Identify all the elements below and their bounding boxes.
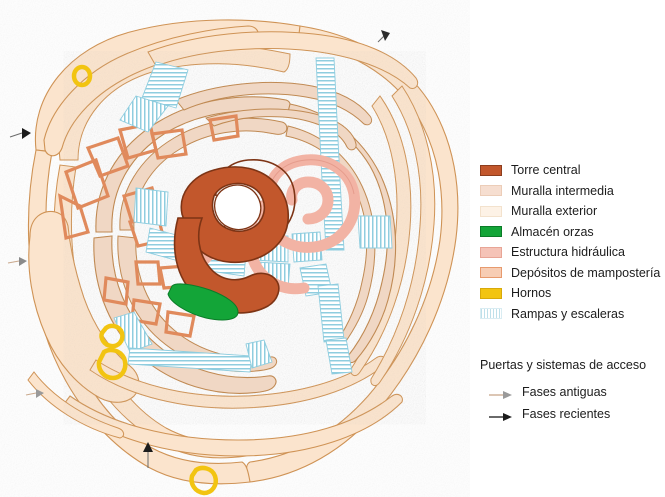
legend-label-rampas-escaleras: Rampas y escaleras [511,306,625,321]
legend: Torre central Muralla intermedia Muralla… [480,160,665,324]
legend-swatch-almacen-orzas [480,226,502,238]
access-label-fases-recientes: Fases recientes [522,407,611,421]
tower-inner-court [213,184,262,231]
ramp-band [127,347,253,373]
access-arrow-recent [143,442,153,468]
access-legend: Puertas y sistemas de acceso Fases antig… [480,358,665,425]
legend-item-almacen-orzas: Almacén orzas [480,222,665,243]
legend-item-depositos-mamposteria: Depósitos de mampostería [480,263,665,284]
legend-swatch-muralla-intermedia [480,185,502,197]
legend-label-muralla-intermedia: Muralla intermedia [511,183,614,198]
access-legend-title: Puertas y sistemas de acceso [480,358,647,372]
legend-label-almacen-orzas: Almacén orzas [511,224,594,239]
access-arrow-fases-antiguas [488,387,514,399]
outer-wall-right-arc [350,95,412,377]
legend-swatch-hornos [480,287,502,299]
hydraulic-spiral [286,176,334,225]
map-canvas [7,19,459,496]
access-arrow-fases-recientes [488,409,514,421]
kiln [189,465,218,496]
ramp-band [245,339,273,369]
ramp-band [325,337,353,375]
legend-item-rampas-escaleras: Rampas y escaleras [480,304,665,325]
legend-label-muralla-exterior: Muralla exterior [511,204,598,218]
legend-label-estructura-hidraulica: Estructura hidráulica [511,245,625,259]
tower-mass [180,166,289,264]
legend-swatch-torre-central [480,164,502,176]
ramp-band [141,61,189,109]
masonry-cell [85,135,131,179]
masonry-cell [64,157,110,211]
legend-label-hornos: Hornos [511,286,552,300]
masonry-cell [57,193,91,241]
access-arrow-ancient [7,257,27,266]
masonry-cell [164,310,196,338]
masonry-cell [102,276,130,306]
legend-item-muralla-exterior: Muralla exterior [480,201,665,222]
rampas-escaleras-group [113,57,393,375]
access-arrow-recent [9,128,31,139]
masonry-cell [150,128,188,160]
legend-label-torre-central: Torre central [511,163,581,177]
outer-wall-top-band [147,31,419,89]
hydraulic-outline [269,159,355,197]
access-arrow-ancient [25,389,44,398]
map-access-arrows [7,30,390,468]
ramp-band [133,187,169,227]
legend-swatch-depositos-mamposteria [480,267,502,279]
estructura-hidraulica-outline [269,159,355,197]
outer-wall-bottom-band [27,371,125,439]
outer-wall-lobe [28,210,140,403]
muralla-exterior-group [27,19,459,485]
masonry-cell [134,260,162,286]
outer-wall-bottom-band [63,393,403,457]
legend-swatch-muralla-exterior [480,205,502,217]
legend-label-depositos-mamposteria: Depósitos de mampostería [511,265,661,280]
kiln [99,323,125,349]
access-arrow-recent [377,30,390,43]
ramp-band [113,311,153,353]
hornos-group [71,64,218,496]
intermediate-wall-arc [119,117,288,231]
almacen-orzas-group [167,283,239,321]
ramp-band [357,215,393,249]
legend-item-hornos: Hornos [480,283,665,304]
access-label-fases-antiguas: Fases antiguas [522,385,607,399]
legend-item-muralla-intermedia: Muralla intermedia [480,181,665,202]
kiln [71,64,93,88]
legend-item-estructura-hidraulica: Estructura hidráulica [480,242,665,263]
access-legend-item-fases-antiguas: Fases antiguas [480,381,665,403]
legend-swatch-rampas-escaleras [480,308,502,320]
intermediate-plaza [205,108,357,151]
intermediate-wall-arc [117,235,278,373]
legend-swatch-estructura-hidraulica [480,246,502,258]
access-legend-item-fases-recientes: Fases recientes [480,403,665,425]
archaeological-site-map [7,19,459,496]
storage-area [167,283,239,321]
masonry-cell [208,114,240,142]
legend-item-torre-central: Torre central [480,160,665,181]
ramp-band [317,283,345,343]
outer-wall-right-arc [370,85,436,387]
ramp-band [119,95,169,133]
kiln [96,347,128,381]
